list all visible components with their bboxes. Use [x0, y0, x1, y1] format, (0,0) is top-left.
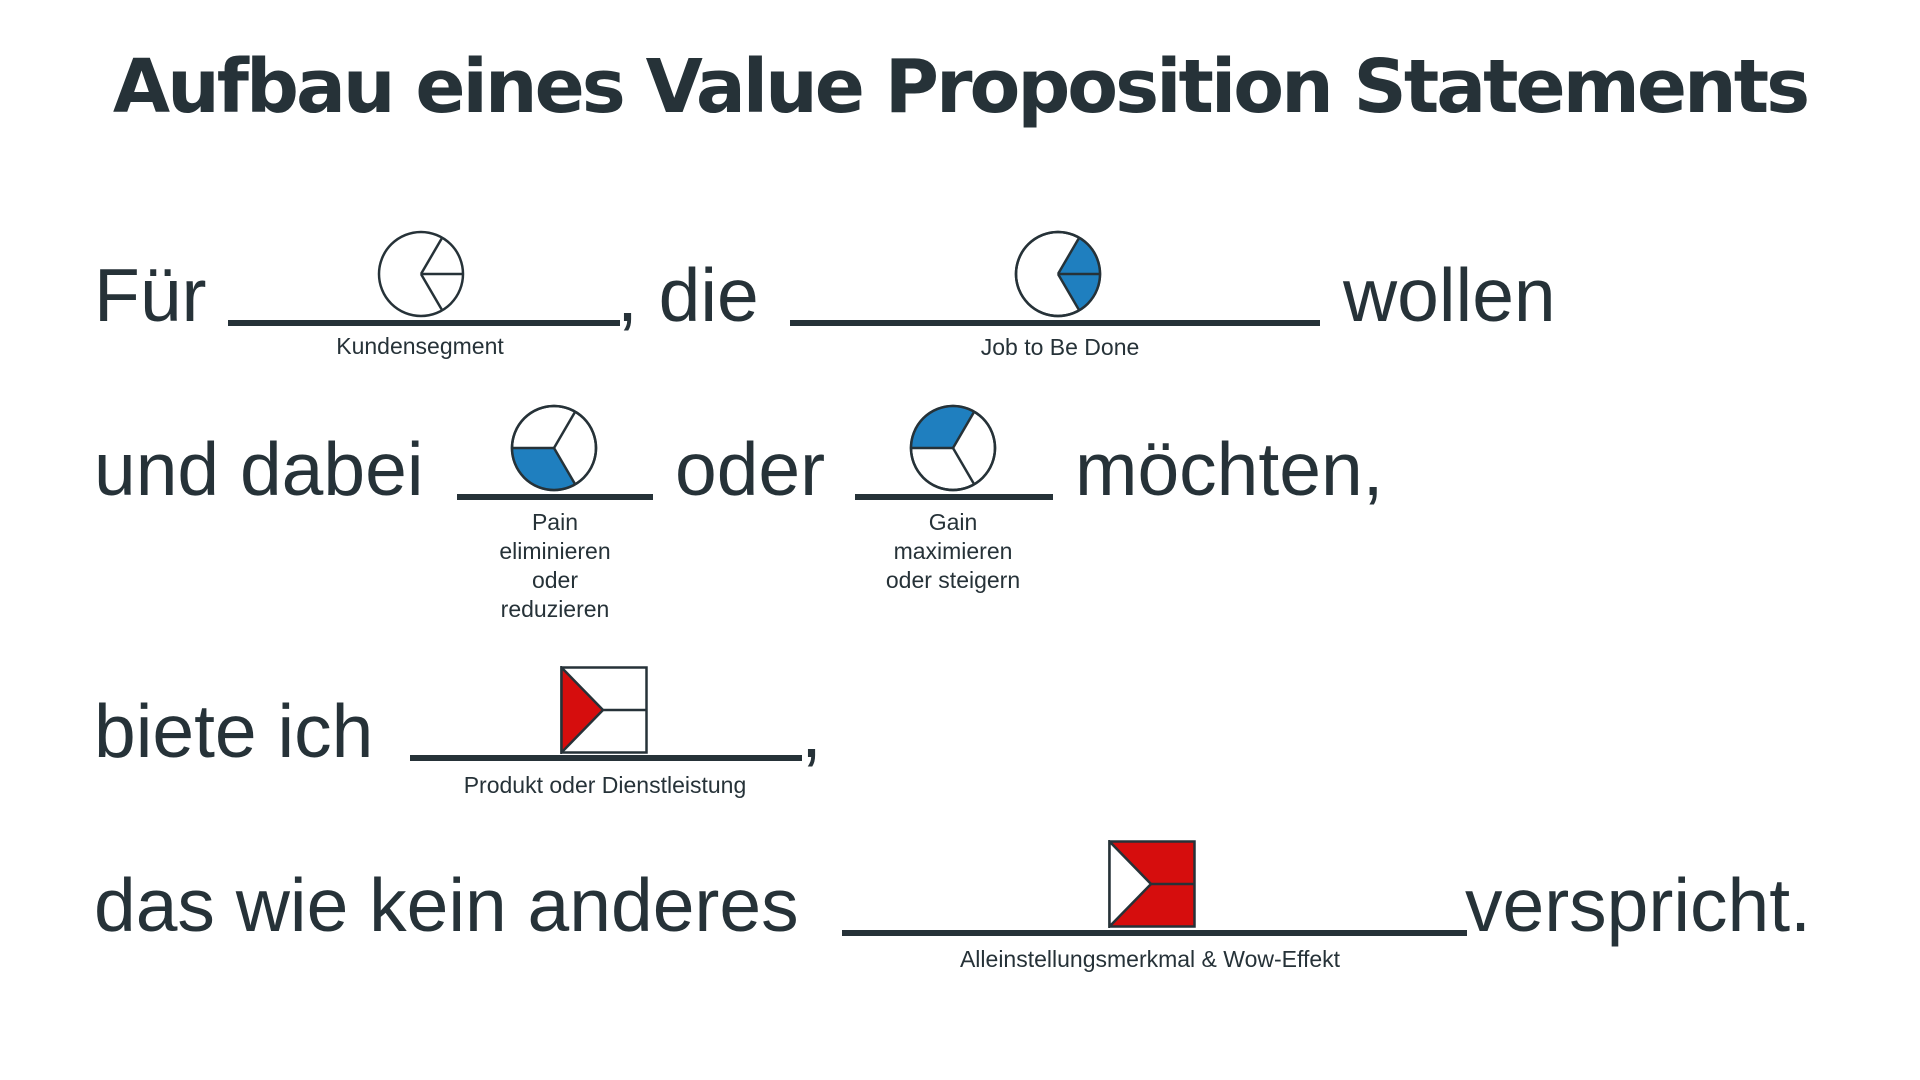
blank-line-usp	[842, 930, 1467, 936]
text-und-dabei: und dabei	[94, 427, 424, 511]
caption-pain: Pain eliminieren oder reduzieren	[499, 509, 611, 622]
text-fuer: Für	[94, 253, 207, 337]
blank-line-gain	[855, 494, 1053, 500]
text-moechten: möchten,	[1075, 427, 1384, 511]
text-wollen: wollen	[1343, 253, 1556, 337]
customer-segment-icon	[377, 230, 465, 318]
caption-product: Produkt oder Dienstleistung	[463, 772, 747, 798]
caption-gain: Gain maximieren oder steigern	[885, 509, 1021, 593]
blank-line-pain	[457, 494, 653, 500]
text-comma: ,	[801, 689, 822, 773]
page-title: Aufbau eines Value Proposition Statement…	[112, 44, 1810, 130]
caption-customer-segment: Kundensegment	[336, 333, 504, 359]
blank-line-customer-segment	[228, 320, 620, 326]
gain-icon	[909, 404, 997, 492]
caption-job-to-be-done: Job to Be Done	[980, 334, 1140, 360]
blank-line-product	[410, 755, 802, 761]
caption-usp: Alleinstellungsmerkmal & Wow-Effekt	[959, 946, 1341, 972]
text-die: , die	[617, 253, 759, 337]
text-oder: oder	[675, 427, 826, 511]
blank-line-job-to-be-done	[790, 320, 1320, 326]
text-das-wie-kein-anderes: das wie kein anderes	[94, 863, 799, 947]
pain-icon	[510, 404, 598, 492]
usp-icon	[1108, 840, 1196, 928]
job-to-be-done-icon	[1014, 230, 1102, 318]
text-biete-ich: biete ich	[94, 689, 374, 773]
text-verspricht: verspricht.	[1465, 863, 1811, 947]
product-icon	[560, 666, 648, 754]
